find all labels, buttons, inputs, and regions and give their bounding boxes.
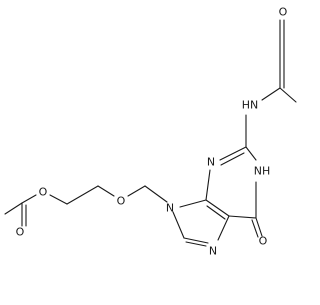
atom-n3: N [207,156,215,169]
bond [205,169,211,201]
bond [66,185,99,205]
bond [183,237,209,244]
atom-o-ester: O [39,186,48,199]
atom-labels: O O O N N N NH O HN O [16,6,288,258]
bond [144,185,168,203]
atom-o-acetyl-carbonyl: O [16,226,25,239]
bond [251,219,259,238]
bond [179,199,207,208]
bond [261,87,281,101]
atom-n1h: NH [254,165,271,178]
atom-n9: N [166,202,174,215]
bond [185,241,207,247]
structure-canvas: O O O N N N NH O HN O [4,6,297,258]
bond [97,185,115,197]
bond [206,205,226,220]
bond [245,146,257,161]
bond [228,215,257,219]
bond [219,146,247,161]
bond [4,202,23,215]
atom-o6: O [259,235,268,248]
bond [127,185,146,197]
bonds [4,19,297,247]
bond [205,199,230,217]
bond [49,194,68,205]
atom-n7: N [209,245,217,258]
bond [21,194,37,204]
bond [220,152,245,166]
bond [279,87,297,103]
bond [172,211,185,239]
bond [217,215,230,241]
chemical-structure: O O O N N N NH O HN O [4,6,297,258]
atom-n-amide: HN [242,99,259,112]
atom-o-ether: O [117,195,126,208]
bond [255,217,263,237]
atom-o-amide: O [279,6,288,19]
